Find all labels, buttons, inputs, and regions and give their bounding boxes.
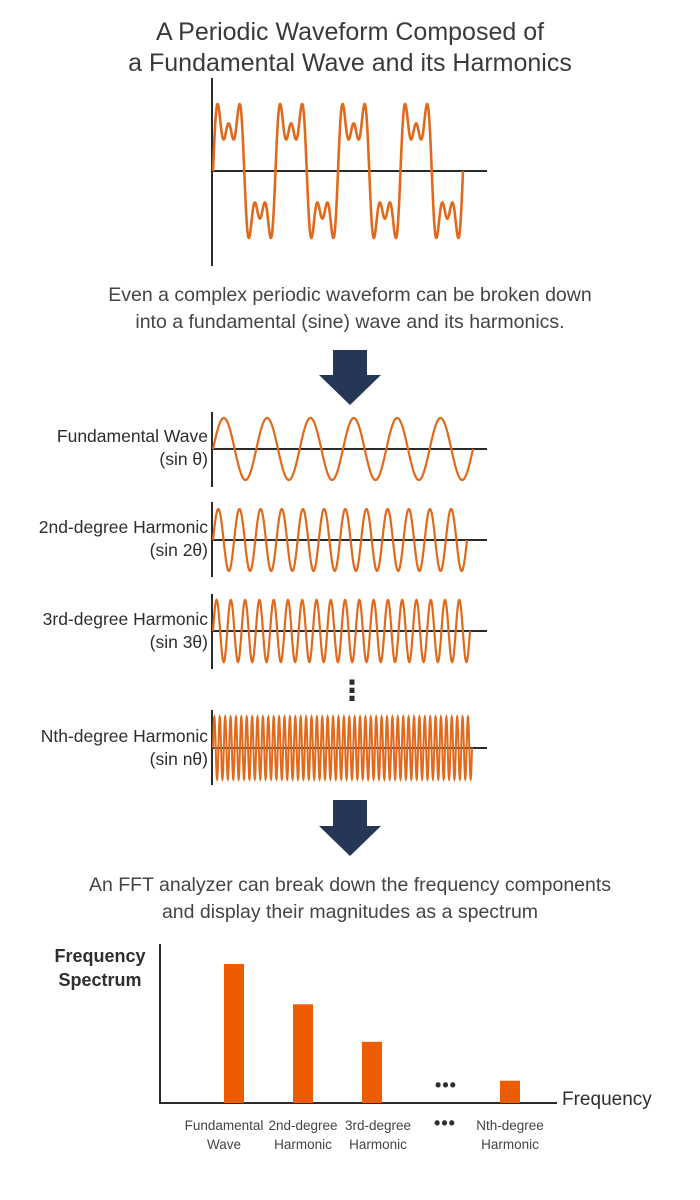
category-label-fundamental: Fundamental Wave bbox=[174, 1116, 274, 1154]
wave-name: 3rd-degree Harmonic bbox=[42, 609, 208, 629]
chart-y-label: Frequency Spectrum bbox=[50, 944, 150, 992]
wave-formula: (sin 3θ) bbox=[149, 632, 208, 652]
category-label-2nd: 2nd-degree Harmonic bbox=[253, 1116, 353, 1154]
wave-row-nth bbox=[211, 710, 487, 785]
category-label-nth: Nth-degree Harmonic bbox=[460, 1116, 560, 1154]
y-label-line-2: Spectrum bbox=[58, 970, 142, 990]
nth-harmonic-wave-line bbox=[212, 714, 473, 782]
component-waves bbox=[211, 412, 487, 785]
title-line-2: a Fundamental Wave and its Harmonics bbox=[128, 49, 572, 77]
category-line-1: ••• bbox=[434, 1113, 456, 1133]
fundamental-wave-line bbox=[211, 416, 475, 482]
description-1-line-2: into a fundamental (sine) wave and its h… bbox=[135, 311, 565, 333]
label-3rd-harmonic: 3rd-degree Harmonic (sin 3θ) bbox=[43, 608, 208, 654]
wave-name: Fundamental Wave bbox=[56, 426, 208, 446]
category-line-2: Harmonic bbox=[274, 1137, 332, 1152]
category-line-1: 3rd-degree bbox=[344, 1118, 412, 1133]
composite-waveform bbox=[211, 78, 487, 266]
page-title: A Periodic Waveform Composed of a Fundam… bbox=[0, 17, 700, 79]
category-line-1: 2nd-degree bbox=[268, 1118, 338, 1133]
wave-formula: (sin θ) bbox=[159, 449, 208, 469]
category-label-3rd: 3rd-degree Harmonic bbox=[328, 1116, 428, 1154]
description-1: Even a complex periodic waveform can be … bbox=[0, 282, 700, 336]
description-2-line-2: and display their magnitudes as a spectr… bbox=[161, 901, 539, 923]
label-fundamental-wave: Fundamental Wave (sin θ) bbox=[57, 425, 208, 471]
category-line-1: Fundamental bbox=[184, 1118, 264, 1133]
wave-name: Nth-degree Harmonic bbox=[40, 726, 208, 746]
wave-row-3rd bbox=[211, 594, 487, 669]
spectrum-gap-marker: ••• bbox=[435, 1075, 457, 1095]
composite-wave-line bbox=[211, 102, 465, 240]
description-2-line-1: An FFT analyzer can break down the frequ… bbox=[88, 874, 612, 896]
wave-row-2nd bbox=[211, 502, 487, 577]
down-arrow-1-icon bbox=[319, 350, 381, 405]
label-2nd-harmonic: 2nd-degree Harmonic (sin 2θ) bbox=[39, 516, 208, 562]
wave-formula: (sin nθ) bbox=[149, 749, 208, 769]
category-line-2: Harmonic bbox=[481, 1137, 539, 1152]
wave-formula: (sin 2θ) bbox=[149, 540, 208, 560]
spectrum-bar-2 bbox=[362, 1041, 382, 1103]
category-line-2: Harmonic bbox=[349, 1137, 407, 1152]
title-line-1: A Periodic Waveform Composed of bbox=[155, 18, 545, 46]
chart-x-label: Frequency bbox=[562, 1089, 652, 1110]
spectrum-bar-0 bbox=[224, 964, 244, 1103]
wave-row-fundamental bbox=[211, 412, 487, 487]
spectrum-bar-1 bbox=[293, 1004, 313, 1103]
spectrum-chart: ••• bbox=[159, 944, 557, 1104]
description-1-line-1: Even a complex periodic waveform can be … bbox=[108, 284, 592, 306]
vertical-ellipsis-icon: ⋮ bbox=[338, 675, 366, 706]
category-label-gap: ••• bbox=[420, 1114, 470, 1133]
category-line-2: Wave bbox=[206, 1137, 241, 1152]
y-label-line-1: Frequency bbox=[54, 946, 146, 966]
2nd-harmonic-wave-line bbox=[211, 507, 469, 573]
wave-name: 2nd-degree Harmonic bbox=[38, 517, 208, 537]
category-line-1: Nth-degree bbox=[476, 1118, 544, 1133]
label-nth-harmonic: Nth-degree Harmonic (sin nθ) bbox=[41, 725, 208, 771]
spectrum-bars bbox=[224, 964, 520, 1103]
spectrum-bar-4 bbox=[500, 1080, 520, 1103]
description-2: An FFT analyzer can break down the frequ… bbox=[0, 872, 700, 926]
down-arrow-2-icon bbox=[319, 800, 381, 856]
3rd-harmonic-wave-line bbox=[211, 598, 472, 664]
